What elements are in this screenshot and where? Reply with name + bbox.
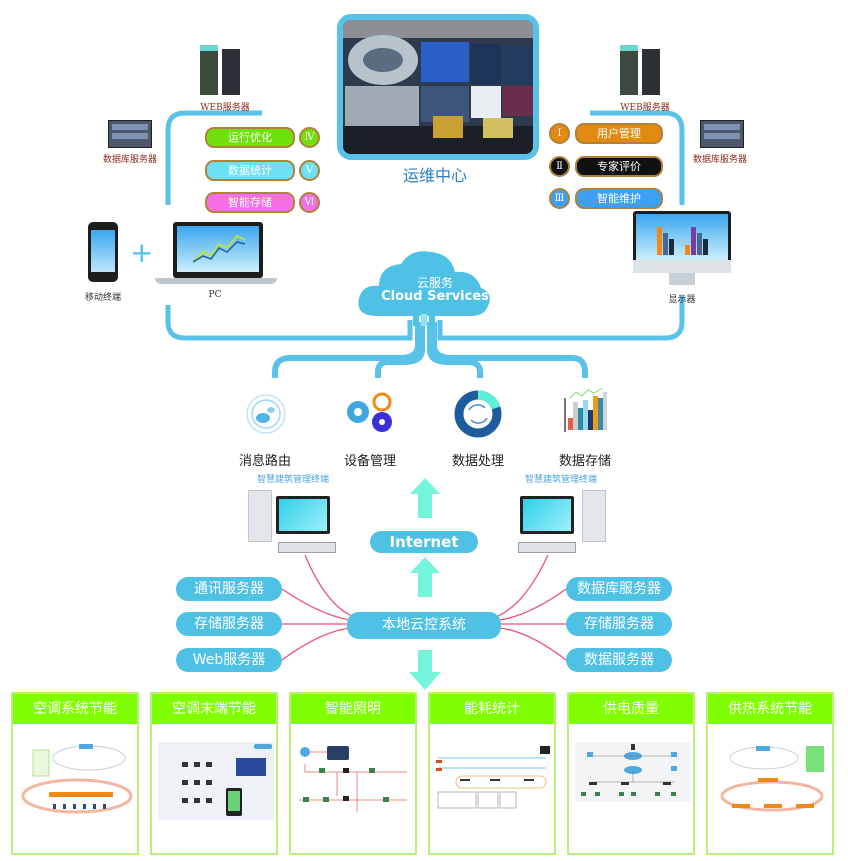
function-numeral: Ⅴ bbox=[299, 160, 320, 181]
pink-connector bbox=[484, 554, 549, 621]
function-pill[interactable]: 智能维护 bbox=[575, 188, 663, 209]
function-numeral: Ⅳ bbox=[299, 127, 320, 148]
module-card-ac-terminal[interactable]: 空调末端节能 bbox=[150, 692, 278, 855]
card-title: 智能照明 bbox=[291, 694, 415, 724]
function-numeral: Ⅵ bbox=[299, 192, 320, 213]
pc-label: PC bbox=[208, 290, 222, 300]
display-monitor-icon bbox=[633, 211, 731, 285]
cloud-icon bbox=[358, 251, 490, 326]
system-diagram-thumbnail bbox=[720, 746, 824, 812]
service-label: 数据处理 bbox=[451, 454, 504, 469]
left-db-server-label: 数据库服务器 bbox=[102, 155, 157, 165]
module-card-energy-stats[interactable]: 能耗统计 bbox=[428, 692, 556, 855]
right-loop-line bbox=[590, 110, 685, 205]
branch-line bbox=[427, 322, 483, 378]
system-diagram-thumbnail bbox=[436, 746, 550, 809]
left-loop-line bbox=[165, 110, 262, 205]
local-cloud-control-pill[interactable]: 本地云控系统 bbox=[347, 612, 501, 639]
module-card-smart-lighting[interactable]: 智能照明 bbox=[289, 692, 417, 855]
laptop-icon bbox=[155, 222, 277, 284]
function-pill[interactable]: 智能存储 bbox=[205, 192, 295, 213]
desktop-computer-icon bbox=[516, 490, 606, 556]
card-title: 供热系统节能 bbox=[708, 694, 832, 724]
server-pill[interactable]: 数据库服务器 bbox=[566, 577, 672, 601]
mobile-terminal-label: 移动终端 bbox=[84, 293, 121, 303]
module-card-power-quality[interactable]: 供电质量 bbox=[567, 692, 695, 855]
pink-connector bbox=[499, 627, 567, 661]
display-label: 显示器 bbox=[668, 295, 696, 305]
function-pill[interactable]: 用户管理 bbox=[575, 123, 663, 144]
service-label: 消息路由 bbox=[238, 454, 291, 469]
function-pill[interactable]: 数据统计 bbox=[205, 160, 295, 181]
system-diagram-thumbnail bbox=[158, 742, 274, 820]
right-db-server-label: 数据库服务器 bbox=[692, 155, 747, 165]
message-routing-icon bbox=[246, 394, 286, 434]
db-server-icon bbox=[700, 120, 744, 148]
ops-center-image bbox=[337, 14, 539, 160]
function-pill[interactable]: 专家评价 bbox=[575, 156, 663, 177]
system-diagram-thumbnail bbox=[299, 746, 407, 812]
pink-connector bbox=[499, 588, 567, 621]
up-arrow-icon bbox=[410, 557, 440, 597]
terminal-right-label: 智慧建筑管理终端 bbox=[524, 475, 597, 485]
desktop-computer-icon bbox=[248, 490, 338, 556]
branch-line bbox=[431, 322, 588, 378]
ops-center-label: 运维中心 bbox=[402, 166, 467, 185]
db-server-icon bbox=[108, 120, 152, 148]
function-pill[interactable]: 运行优化 bbox=[205, 127, 295, 148]
function-numeral: Ⅰ bbox=[549, 123, 570, 144]
internet-pill[interactable]: Internet bbox=[370, 531, 478, 553]
branch-line bbox=[375, 322, 425, 378]
function-numeral: Ⅱ bbox=[549, 156, 570, 177]
card-title: 供电质量 bbox=[569, 694, 693, 724]
pink-connector bbox=[281, 627, 351, 661]
card-title: 空调系统节能 bbox=[13, 694, 137, 724]
left-web-server-label: WEB服务器 bbox=[200, 103, 250, 113]
service-label: 数据存储 bbox=[558, 454, 611, 469]
bar-chart-icon bbox=[564, 388, 607, 432]
terminal-left-label: 智慧建筑管理终端 bbox=[256, 475, 329, 485]
card-title: 空调末端节能 bbox=[152, 694, 276, 724]
right-web-server-label: WEB服务器 bbox=[620, 103, 670, 113]
service-label: 设备管理 bbox=[343, 454, 396, 469]
bottom-loop-line-right bbox=[437, 296, 685, 341]
module-card-heating-system[interactable]: 供热系统节能 bbox=[706, 692, 834, 855]
system-diagram-thumbnail bbox=[575, 742, 691, 802]
pink-connector bbox=[304, 554, 366, 621]
data-processing-icon bbox=[454, 390, 502, 438]
down-arrow-icon bbox=[409, 650, 441, 690]
server-pill[interactable]: 存储服务器 bbox=[566, 612, 672, 636]
server-pill[interactable]: 存储服务器 bbox=[176, 612, 282, 636]
bottom-loop-line bbox=[165, 305, 413, 341]
server-pill[interactable]: Web服务器 bbox=[176, 648, 282, 672]
pink-connector bbox=[281, 588, 351, 621]
cloud-en-label: Cloud Services bbox=[381, 289, 489, 304]
up-arrow-icon bbox=[410, 478, 440, 518]
plus-icon: + bbox=[130, 236, 154, 269]
web-server-icon bbox=[620, 45, 665, 97]
function-numeral: Ⅲ bbox=[549, 188, 570, 209]
cloud-cn-label: 云服务 bbox=[416, 276, 453, 290]
system-diagram-thumbnail bbox=[21, 744, 133, 814]
mobile-phone-icon bbox=[88, 222, 118, 282]
card-title: 能耗统计 bbox=[430, 694, 554, 724]
server-pill[interactable]: 通讯服务器 bbox=[176, 577, 282, 601]
branch-line bbox=[272, 322, 421, 378]
module-card-ac-system[interactable]: 空调系统节能 bbox=[11, 692, 139, 855]
web-server-icon bbox=[200, 45, 245, 97]
server-pill[interactable]: 数据服务器 bbox=[566, 648, 672, 672]
gears-icon bbox=[347, 392, 392, 432]
